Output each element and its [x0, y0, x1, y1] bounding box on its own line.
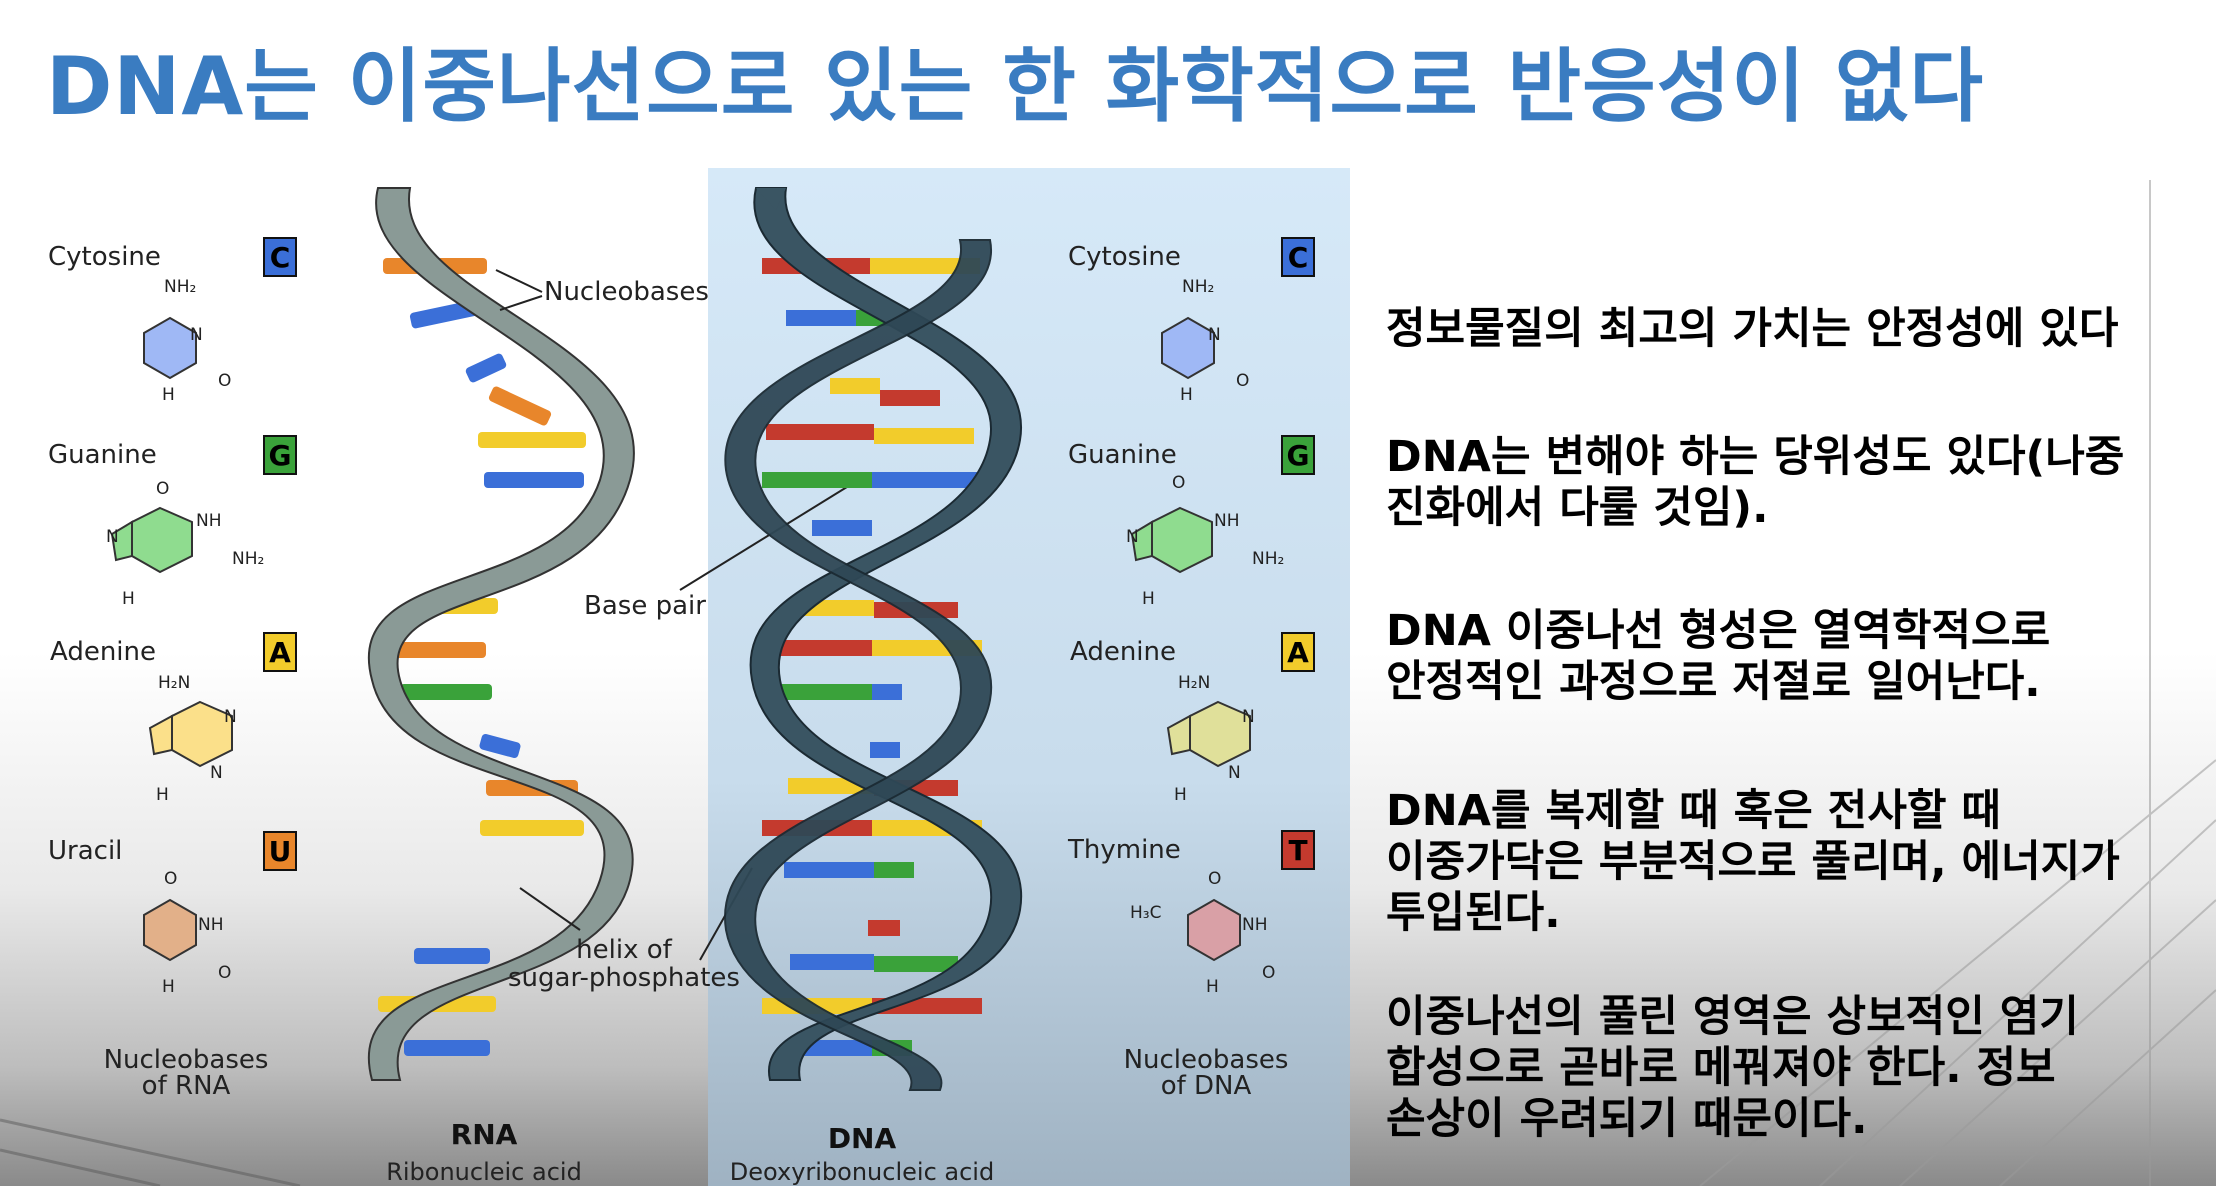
svg-text:O: O	[218, 371, 231, 391]
svg-text:N: N	[190, 325, 203, 345]
dna-thymine-badge	[1281, 830, 1315, 870]
bullet-5: 이중나선의 풀린 영역은 상보적인 염기 합성으로 곧바로 메꿔져야 한다. 정…	[1386, 992, 2079, 1144]
rna-adenine-badge	[263, 632, 297, 672]
svg-text:N: N	[1242, 707, 1255, 727]
svg-text:N: N	[210, 763, 223, 783]
rna-title: RNA	[451, 1118, 518, 1151]
svg-text:H: H	[162, 977, 175, 997]
dna-helix	[724, 187, 1023, 1091]
cytosine-structure-icon	[143, 316, 197, 380]
svg-text:N: N	[1126, 527, 1139, 547]
dna-adenine-label: Adenine	[1070, 637, 1176, 667]
adenine-structure-icon	[171, 700, 233, 768]
dna-subtitle: Deoxyribonucleic acid	[730, 1158, 994, 1186]
dna-guanine-letter: G	[1287, 439, 1310, 472]
dna-title: DNA	[828, 1122, 897, 1155]
svg-text:N: N	[1208, 325, 1221, 345]
uracil-structure-icon	[143, 898, 197, 962]
svg-text:O: O	[218, 963, 231, 983]
dna-cytosine-badge	[1281, 237, 1315, 277]
rna-adenine-letter: A	[269, 636, 291, 669]
guanine-structure-icon	[131, 506, 193, 574]
svg-text:H: H	[1142, 589, 1155, 609]
dna-bases-caption: Nucleobases	[1124, 1045, 1289, 1075]
dna-base-list: Cytosine C NH₂ N H O Guanine G O NH NH₂ …	[1067, 237, 1315, 1101]
svg-text:NH: NH	[196, 511, 222, 531]
rna-backbone	[368, 187, 635, 1081]
rna-uracil-label: Uracil	[48, 836, 122, 866]
svg-text:NH: NH	[1214, 511, 1240, 531]
rna-helix	[368, 187, 635, 1081]
bullet-1: 정보물질의 최고의 가치는 안정성에 있다	[1386, 304, 2119, 354]
rna-cytosine-letter: C	[270, 241, 291, 274]
svg-text:O: O	[164, 869, 177, 889]
rna-subtitle: Ribonucleic acid	[386, 1158, 582, 1186]
helix-label-2: sugar-phosphates	[508, 963, 740, 993]
rna-uracil-badge	[263, 831, 297, 871]
dna-backbone-1	[749, 187, 1023, 1081]
bullet-3: DNA 이중나선 형성은 열역학적으로 안정적인 과정으로 저절로 일어난다.	[1386, 606, 2051, 707]
rna-guanine-badge	[263, 435, 297, 475]
dna-cytosine-letter: C	[1288, 241, 1309, 274]
rna-cytosine-label: Cytosine	[48, 242, 161, 272]
svg-text:H: H	[156, 785, 169, 805]
svg-text:O: O	[1236, 371, 1249, 391]
svg-text:O: O	[1208, 869, 1221, 889]
rna-uracil-letter: U	[269, 835, 292, 868]
dna-thymine-letter: T	[1288, 834, 1307, 867]
dna-adenine-letter: A	[1287, 636, 1309, 669]
slide-title: DNA는 이중나선으로 있는 한 화학적으로 반응성이 없다	[46, 40, 1984, 133]
svg-text:N: N	[224, 707, 237, 727]
svg-text:H: H	[1180, 385, 1193, 405]
svg-text:H₂N: H₂N	[1178, 673, 1210, 693]
helix-label: helix of	[576, 935, 672, 965]
dna-guanine-badge	[1281, 435, 1315, 475]
rna-guanine-label: Guanine	[48, 440, 157, 470]
svg-text:H: H	[1174, 785, 1187, 805]
svg-text:NH: NH	[198, 915, 224, 935]
svg-text:H: H	[162, 385, 175, 405]
svg-text:O: O	[1262, 963, 1275, 983]
svg-text:NH: NH	[1242, 915, 1268, 935]
svg-text:N: N	[1228, 763, 1241, 783]
dna-guanine-label: Guanine	[1068, 440, 1177, 470]
rna-guanine-letter: G	[269, 439, 292, 472]
svg-text:H: H	[122, 589, 135, 609]
svg-text:O: O	[156, 479, 169, 499]
bullet-4: DNA를 복제할 때 혹은 전사할 때 이중가닥은 부분적으로 풀리며, 에너지…	[1386, 786, 2120, 938]
svg-text:O: O	[1172, 473, 1185, 493]
rna-dna-figure: Cytosine C NH₂ N H O Guanine G O NH NH₂ …	[48, 168, 1350, 1186]
svg-text:NH₂: NH₂	[232, 549, 264, 569]
dna-thymine-label: Thymine	[1067, 835, 1181, 865]
svg-text:H₂N: H₂N	[158, 673, 190, 693]
svg-text:NH₂: NH₂	[1252, 549, 1284, 569]
dna-cytosine-structure-icon	[1161, 316, 1215, 380]
dna-bases-caption-2: of DNA	[1161, 1071, 1252, 1101]
rna-cytosine-badge	[263, 237, 297, 277]
nucleobases-label: Nucleobases	[544, 277, 709, 307]
bullet-2: DNA는 변해야 하는 당위성도 있다(나중 진화에서 다룰 것임).	[1386, 432, 2125, 533]
svg-text:H₃C: H₃C	[1130, 903, 1161, 923]
rna-bases-caption: Nucleobases	[104, 1045, 269, 1075]
dna-adenine-badge	[1281, 632, 1315, 672]
rna-base-list: Cytosine C NH₂ N H O Guanine G O NH NH₂ …	[48, 237, 297, 1101]
dna-cytosine-label: Cytosine	[1068, 242, 1181, 272]
svg-text:N: N	[106, 527, 119, 547]
svg-text:NH₂: NH₂	[1182, 277, 1214, 297]
rna-adenine-label: Adenine	[50, 637, 156, 667]
svg-text:H: H	[1206, 977, 1219, 997]
svg-text:NH₂: NH₂	[164, 277, 196, 297]
rna-bases-caption-2: of RNA	[142, 1071, 231, 1101]
base-pair-label: Base pair	[584, 591, 706, 621]
dna-backbone-2	[724, 239, 993, 1091]
thymine-structure-icon	[1187, 898, 1241, 962]
